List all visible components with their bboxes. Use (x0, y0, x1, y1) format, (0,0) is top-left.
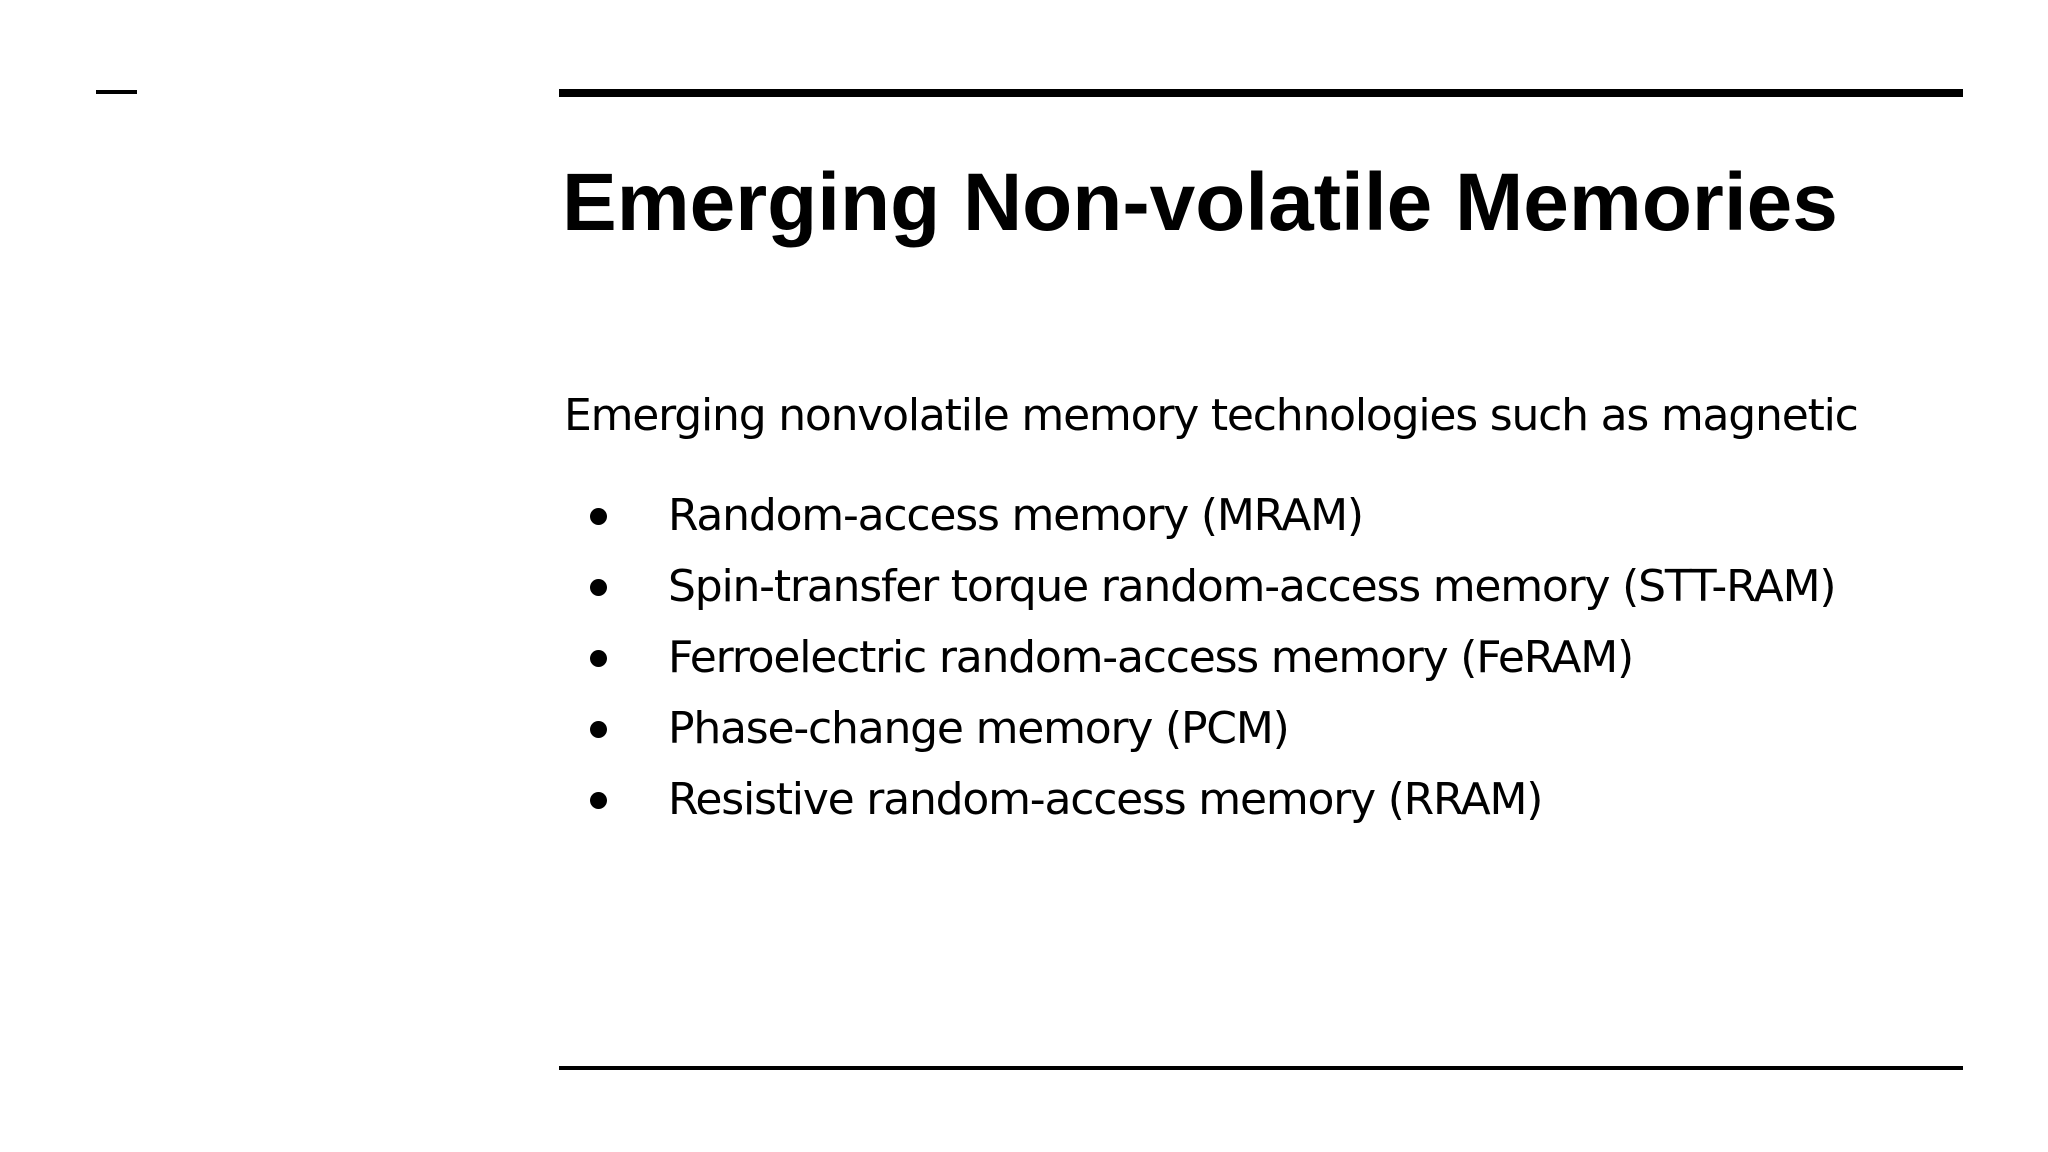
bullet-dot-icon (590, 578, 607, 596)
intro-text: Emerging nonvolatile memory technologies… (564, 390, 1859, 441)
bottom-rule-divider (559, 1066, 1963, 1070)
bullet-text: Spin-transfer torque random-access memor… (668, 561, 1837, 612)
list-item: Phase-change memory (PCM) (564, 693, 1858, 764)
bullet-dot-icon (590, 507, 607, 525)
slide-body: Emerging nonvolatile memory technologies… (564, 380, 1859, 835)
bullet-text: Ferroelectric random-access memory (FeRA… (668, 632, 1634, 683)
list-item: Resistive random-access memory (RRAM) (564, 764, 1858, 835)
bullet-list: Random-access memory (MRAM) Spin-transfe… (564, 480, 1858, 835)
list-item: Random-access memory (MRAM) (564, 480, 1858, 551)
bullet-text: Phase-change memory (PCM) (668, 703, 1290, 754)
top-rule-divider (559, 89, 1963, 97)
bullet-dot-icon (590, 720, 607, 738)
bullet-dot-icon (590, 791, 607, 809)
list-item: Ferroelectric random-access memory (FeRA… (564, 622, 1858, 693)
slide-title: Emerging Non-volatile Memories (562, 157, 1838, 248)
bullet-dot-icon (590, 649, 607, 667)
bullet-text: Random-access memory (MRAM) (668, 490, 1364, 541)
corner-dash-decoration (96, 90, 137, 94)
list-item: Spin-transfer torque random-access memor… (564, 551, 1858, 622)
bullet-text: Resistive random-access memory (RRAM) (668, 774, 1543, 825)
